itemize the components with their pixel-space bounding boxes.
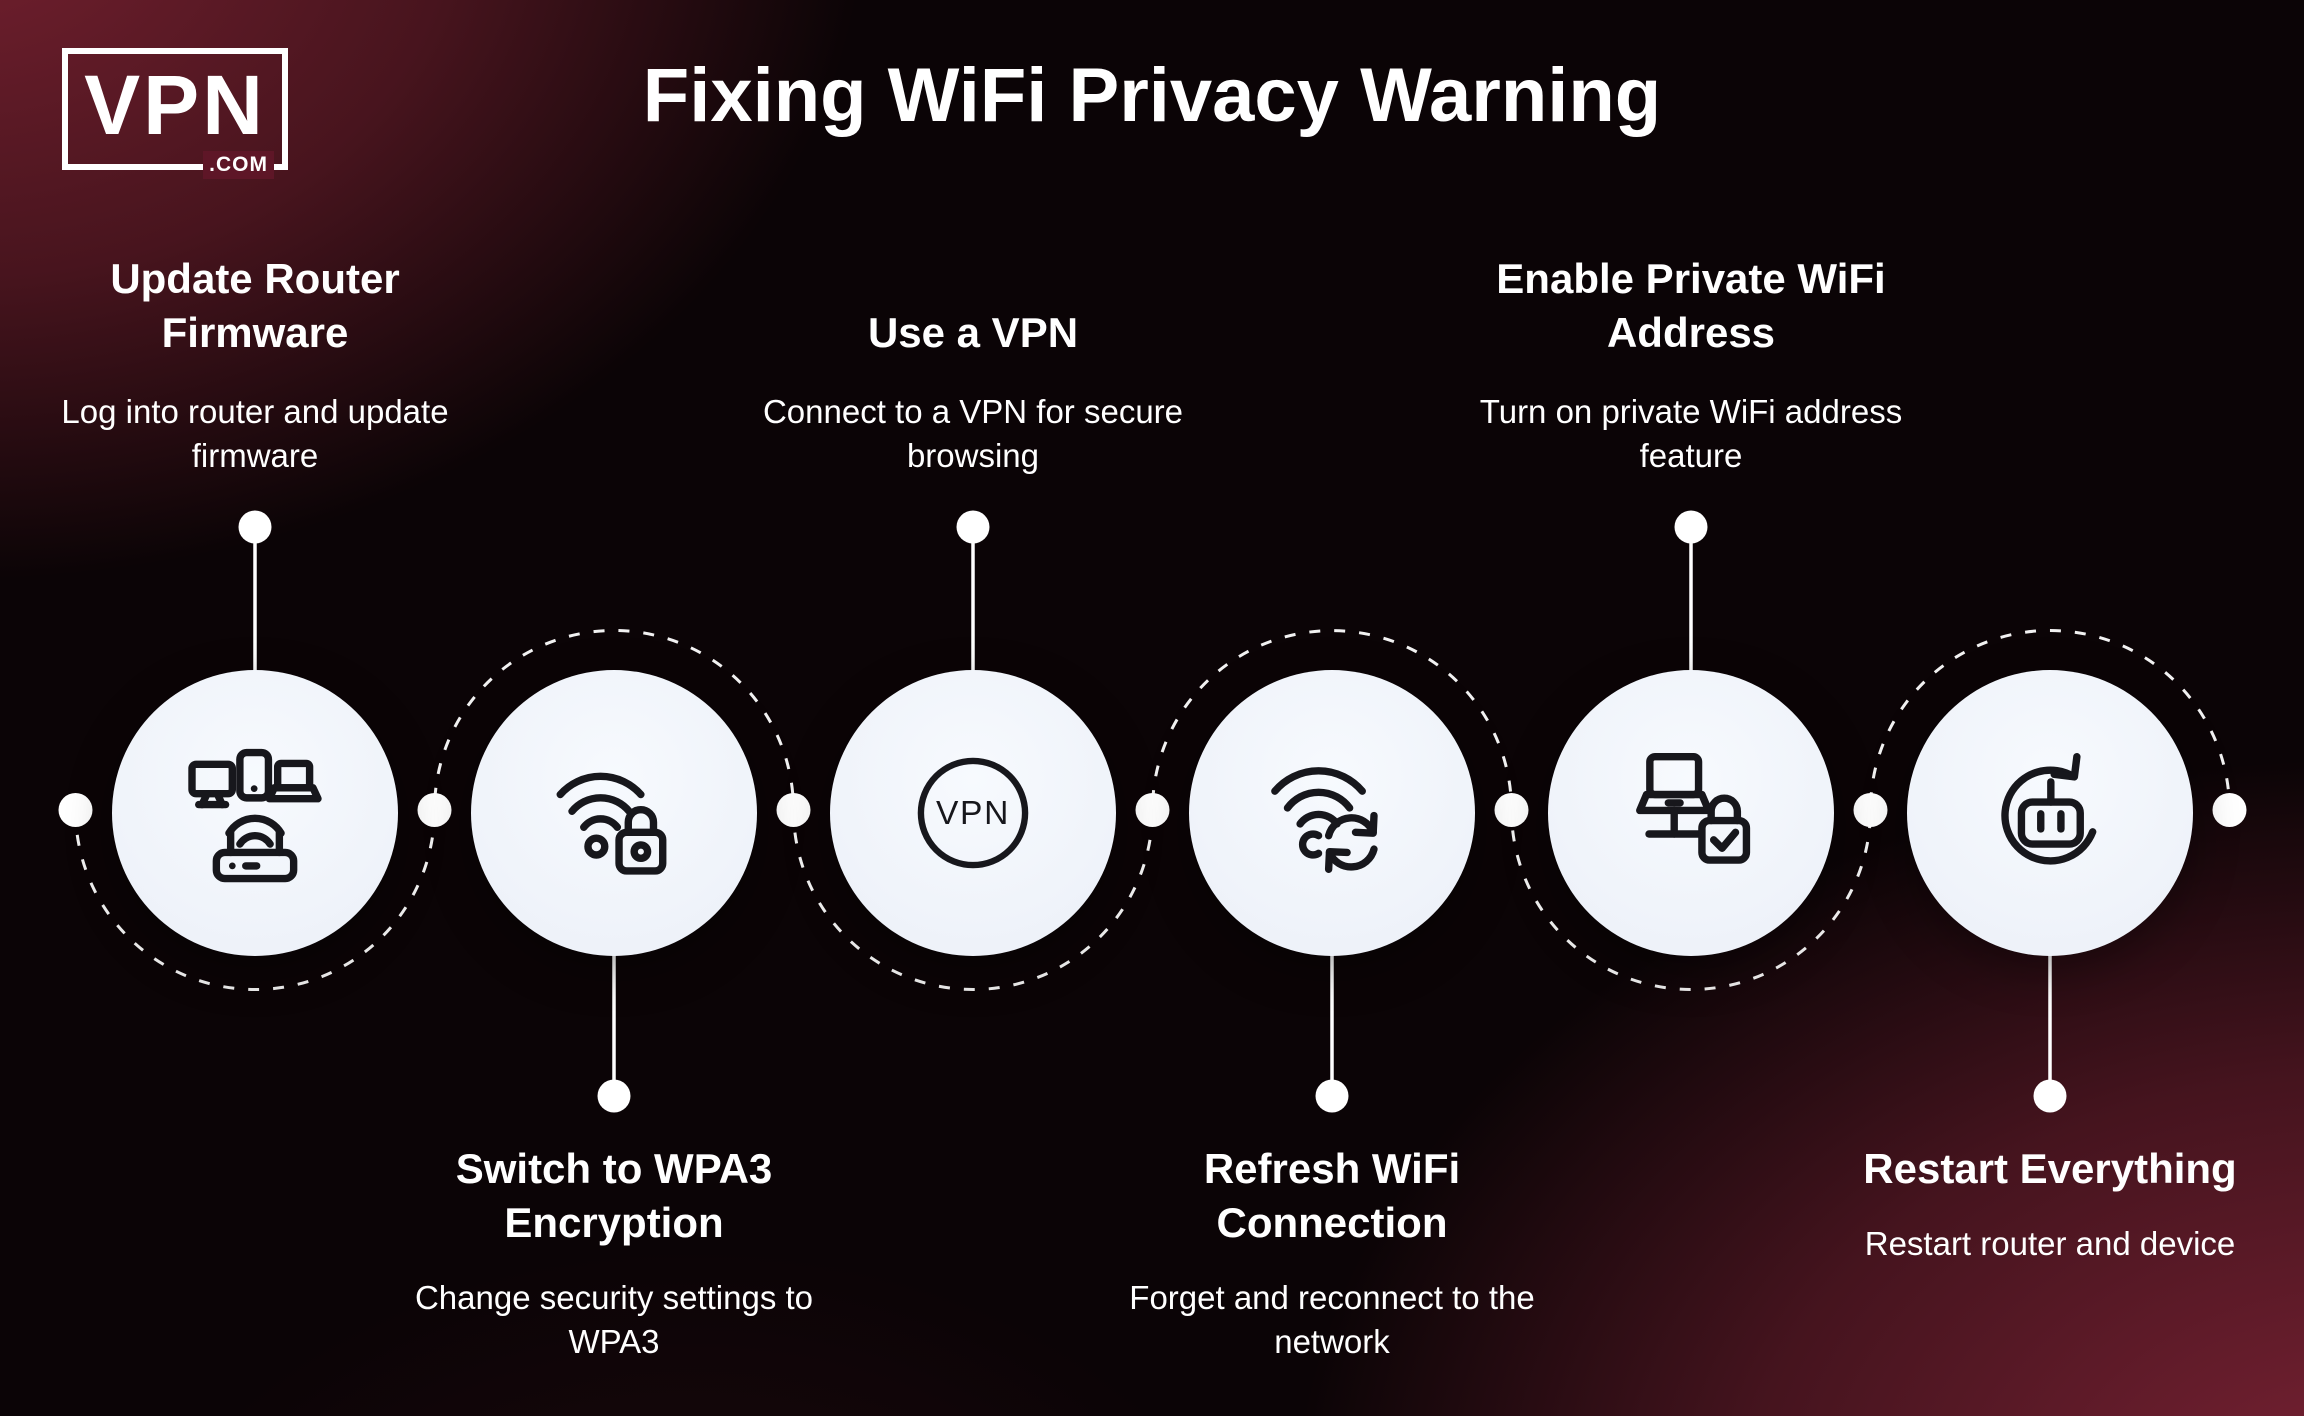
step-2-text: Switch to WPA3 Encryption Change securit… bbox=[384, 1142, 844, 1364]
wifi-refresh-icon bbox=[1271, 767, 1378, 873]
laptop-lock-check-icon bbox=[1636, 753, 1751, 864]
step-title: Update Router Firmware bbox=[110, 255, 400, 356]
step-3-text: Use a VPN Connect to a VPN for secure br… bbox=[743, 306, 1203, 478]
step-description: Connect to a VPN for secure browsing bbox=[762, 393, 1184, 474]
step-description: Change security settings to WPA3 bbox=[414, 1279, 814, 1360]
step-description: Turn on private WiFi address feature bbox=[1479, 393, 1903, 474]
logo-vpn-text: VPN bbox=[84, 58, 266, 152]
step-5-text: Enable Private WiFi Address Turn on priv… bbox=[1461, 252, 1921, 478]
step-1-text: Update Router Firmware Log into router a… bbox=[25, 252, 485, 478]
router-restart-icon bbox=[2001, 753, 2097, 865]
step-description: Log into router and update firmware bbox=[61, 393, 449, 474]
step-5-circle bbox=[1548, 670, 1834, 956]
step-6-text: Restart Everything Restart router and de… bbox=[1820, 1142, 2280, 1266]
devices-router-icon bbox=[188, 748, 322, 883]
step-title: Use a VPN bbox=[867, 309, 1079, 356]
step-1-circle bbox=[112, 670, 398, 956]
junction-dots bbox=[58, 793, 2247, 827]
step-4-circle bbox=[1189, 670, 1475, 956]
step-title: Switch to WPA3 Encryption bbox=[455, 1145, 773, 1246]
step-description: Forget and reconnect to the network bbox=[1129, 1279, 1535, 1360]
step-title: Refresh WiFi Connection bbox=[1203, 1145, 1461, 1246]
vpn-badge-label: VPN bbox=[936, 795, 1010, 832]
step-description: Restart router and device bbox=[1864, 1225, 2236, 1262]
step-title: Enable Private WiFi Address bbox=[1496, 255, 1886, 356]
step-title: Restart Everything bbox=[1863, 1145, 2237, 1192]
text-dots bbox=[238, 510, 2067, 1113]
step-stems bbox=[253, 540, 2052, 1082]
vpn-badge-icon: VPN bbox=[917, 757, 1029, 869]
step-4-text: Refresh WiFi Connection Forget and recon… bbox=[1102, 1142, 1562, 1364]
page-title: Fixing WiFi Privacy Warning bbox=[642, 53, 1662, 138]
wifi-lock-icon bbox=[556, 772, 667, 875]
vpn-com-logo: VPN .COM bbox=[62, 48, 288, 179]
step-2-circle bbox=[471, 670, 757, 956]
logo-com-text: .COM bbox=[203, 151, 274, 179]
step-3-circle: VPN bbox=[830, 670, 1116, 956]
step-6-circle bbox=[1907, 670, 2193, 956]
